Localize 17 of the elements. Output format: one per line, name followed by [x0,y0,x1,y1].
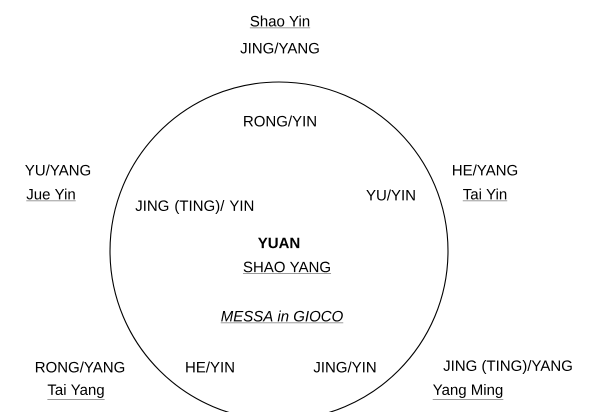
center-caption: MESSA in GIOCO [220,310,344,324]
center-subheading: SHAO YANG [242,262,332,274]
point-label: JING/YIN [314,361,376,372]
point-label: RONG/YANG [36,361,124,372]
channel-label: Tai Yin [462,188,508,202]
point-label: JING/YANG [240,42,319,54]
point-label: YU/YANG [25,164,90,176]
channel-label: Jue Yin [26,188,76,202]
point-label: HE/YIN [186,361,234,372]
channel-label: Yang Ming [432,384,504,400]
channel-label: Shao Yin [250,15,310,28]
point-label: RONG/YIN [244,115,316,126]
point-label: YU/YIN [366,189,415,200]
point-label: JING (TING)/YANG [443,360,572,374]
channel-label: Tai Yang [47,384,105,400]
point-label: JING (TING)/ YIN [135,200,254,214]
center-heading: YUAN [258,238,300,248]
